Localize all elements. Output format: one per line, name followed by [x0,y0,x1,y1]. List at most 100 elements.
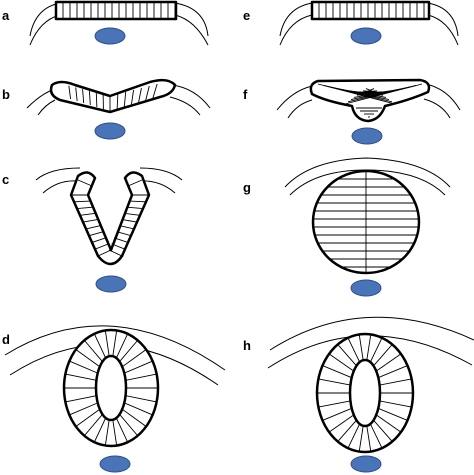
panel-label-b: b [2,87,10,102]
hatch-line [337,344,357,367]
hatch-line [379,378,412,386]
hatch-line [379,400,412,408]
ectoderm-inner-f [287,99,313,119]
hatch-line [347,423,361,449]
hatch-line [69,402,98,416]
panel-label-e: e [243,8,250,23]
hatch-line [69,360,98,374]
neural-plate-e [310,0,431,21]
hatch-line [123,91,127,107]
hatch-line [77,179,93,187]
hatch-line [125,395,157,403]
hatch-line [85,225,101,230]
hatch-line [322,365,352,379]
ectoderm-outer-a [174,2,209,37]
hatch-line [68,85,72,100]
hatch-line [359,88,375,95]
notochord-b [94,122,126,140]
neural-tube-hatch-d [64,330,158,446]
neural-canal-h [348,358,382,428]
hatch-line [115,333,129,359]
hatch-line [83,339,103,362]
ectoderm-outer-b [171,84,211,109]
ectoderm-outer-g [284,157,451,188]
ectoderm-outer-f [276,85,313,111]
neural-groove-c [69,171,151,266]
ectoderm-outer-c [139,167,183,181]
hatch-line [116,231,132,237]
notochord-g [350,279,382,297]
hatch-line [97,249,112,257]
hatch-line [65,373,97,381]
hatch-line [124,212,141,216]
panel-label-d: d [2,332,10,347]
panel-b: b [2,78,211,140]
hatch-line [130,89,135,105]
hatch-line [328,353,355,372]
hatch-line [116,93,119,109]
hatch-line [88,231,104,237]
hatch-line [119,414,139,437]
hatch-line [129,200,147,203]
hatch-line [124,402,153,416]
neural-tube-hatch-g [313,171,419,273]
hatch-line [369,337,383,363]
hatch-line [121,408,147,427]
hatch-line [358,425,364,452]
hatch-line [373,419,393,442]
hatch-line [76,206,94,210]
notochord-h [350,455,382,473]
panel-g: g [243,157,451,297]
panel-c: c [2,167,183,293]
hatch-line [82,89,85,104]
hatch-line [347,337,361,363]
ectoderm-outer-c [35,167,81,181]
hatch-line [375,353,402,372]
notochord-d [99,455,131,473]
hatch-line [119,225,135,230]
hatch-line [378,407,408,421]
panel-label-h: h [243,338,251,353]
panel-label-c: c [2,172,9,187]
panel-h: h [243,316,474,473]
hatch-line [94,243,109,250]
neural-plate-hatch-e [318,3,425,18]
panel-label-g: g [243,180,251,195]
hatch-line [328,414,355,433]
hatch-line [121,219,138,223]
neural-groove-hatch-c [71,179,149,257]
hatch-line [124,360,153,374]
hatch-line [115,417,129,443]
hatch-line [152,83,158,99]
hatch-line [138,87,142,103]
hatch-line [93,417,107,443]
panel-d: d [2,325,226,473]
ectoderm-inner-f [423,98,451,119]
notochord-a [94,27,126,45]
hatch-line [91,237,107,243]
ectoderm-outer-d [4,325,226,371]
hatch-line [126,206,144,210]
hatch-line [375,414,402,433]
ectoderm-outer-e [427,2,459,37]
hatch-line [79,212,96,216]
hatch-line [73,200,91,203]
hatch-line [111,243,126,250]
ectoderm-outer-e [279,2,313,37]
neural-canal-d [94,354,128,422]
hatch-line [104,419,110,446]
ectoderm-outer-h [269,316,474,351]
neural-plate-hatch-b [68,83,158,111]
ectoderm-inner-b [37,99,56,116]
hatch-line [121,349,147,368]
hatch-line [373,344,393,367]
hatch-line [369,423,383,449]
hatch-line [112,419,118,446]
hatch-line [378,365,408,379]
hatch-line [119,339,139,362]
hatch-line [366,334,372,361]
hatch-line [65,395,97,403]
hatch-line [125,373,157,381]
hatch-line [104,330,110,357]
